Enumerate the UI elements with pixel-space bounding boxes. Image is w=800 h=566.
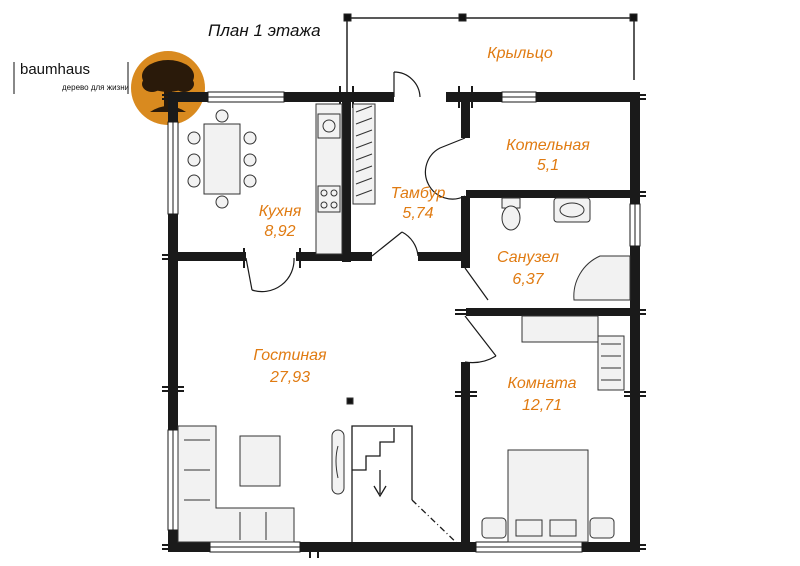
wall-top-right-b (536, 92, 640, 102)
wall-center-a (461, 92, 470, 138)
living-furniture (177, 397, 354, 543)
chair (243, 131, 257, 145)
wall-kitchen-vestibule (342, 92, 351, 262)
chair (187, 131, 201, 145)
wall-top-right-a (446, 92, 502, 102)
wall-bottom-c (582, 542, 640, 552)
room-living-name: Гостиная (253, 347, 327, 364)
doors (245, 71, 497, 364)
wall-left-a (168, 92, 178, 122)
nightstand (481, 517, 507, 539)
chair (215, 195, 229, 209)
staircase (351, 425, 463, 549)
chair (215, 109, 229, 123)
wardrobe-bedroom (521, 315, 599, 343)
room-vestibule-name: Тамбур (391, 185, 446, 202)
walls (168, 92, 640, 552)
windows (167, 91, 641, 553)
wall-top-left (168, 92, 208, 102)
coffee-table (239, 435, 281, 487)
wall-center-b (461, 196, 470, 268)
room-boiler-area: 5,1 (537, 157, 559, 174)
wall-bottom-b (300, 542, 476, 552)
fireplace (331, 429, 345, 495)
wall-right-a (630, 92, 640, 204)
chair (243, 174, 257, 188)
wall-left-b (168, 214, 178, 430)
wall-kitchen-living-a (168, 252, 246, 261)
wall-right-b (630, 246, 640, 552)
chair (187, 153, 201, 167)
wall-kitchen-living-b (296, 252, 372, 261)
room-labels: Крыльцо Котельная 5,1 Кухня 8,92 Тамбур … (253, 45, 590, 414)
porch-outline (343, 13, 638, 92)
logo-slogan: дерево для жизни (62, 83, 129, 92)
plan-title: План 1 этажа (208, 21, 321, 40)
room-bedroom-area: 12,71 (522, 397, 562, 414)
door-boiler (424, 137, 466, 200)
logo-brand: baumhaus (20, 61, 90, 78)
room-vestibule-area: 5,74 (402, 205, 433, 222)
door-vestibule (371, 231, 419, 257)
wall-bottom-a (168, 542, 210, 552)
wall-boiler-bath (466, 190, 640, 198)
bedroom-furniture (481, 315, 625, 543)
shower (573, 255, 631, 301)
wall-left-c (168, 530, 178, 552)
room-bathroom-name: Санузел (497, 249, 559, 266)
stair-section-line (411, 499, 463, 549)
room-kitchen-area: 8,92 (264, 223, 295, 240)
chair (187, 174, 201, 188)
wall-center-c (461, 362, 470, 552)
door-bedroom (464, 315, 497, 364)
toilet-bowl (501, 205, 521, 231)
wardrobe (352, 103, 376, 205)
room-bathroom-area: 6,37 (512, 271, 544, 288)
stove (317, 185, 341, 213)
stair-steps (351, 425, 413, 542)
dresser (597, 335, 625, 391)
room-living-area: 27,93 (269, 369, 310, 386)
sink-bowl (322, 119, 336, 133)
log-ends (162, 86, 646, 558)
door-entrance (393, 71, 421, 98)
room-boiler-name: Котельная (506, 137, 590, 154)
dining-table (203, 123, 241, 195)
column (346, 397, 354, 405)
nightstand (589, 517, 615, 539)
wall-bath-bedroom (466, 308, 640, 316)
room-bedroom-name: Комната (507, 375, 576, 392)
chair (243, 153, 257, 167)
room-kitchen-name: Кухня (259, 203, 302, 220)
corner-sofa (177, 425, 295, 543)
bathroom-fixtures (501, 197, 631, 301)
door-kitchen (245, 257, 295, 293)
wall-vestibule-living (418, 252, 470, 261)
kitchen-furniture (187, 103, 343, 255)
door-bath (464, 267, 489, 301)
stair-arrowhead (373, 485, 387, 498)
room-porch-name: Крыльцо (487, 45, 553, 62)
